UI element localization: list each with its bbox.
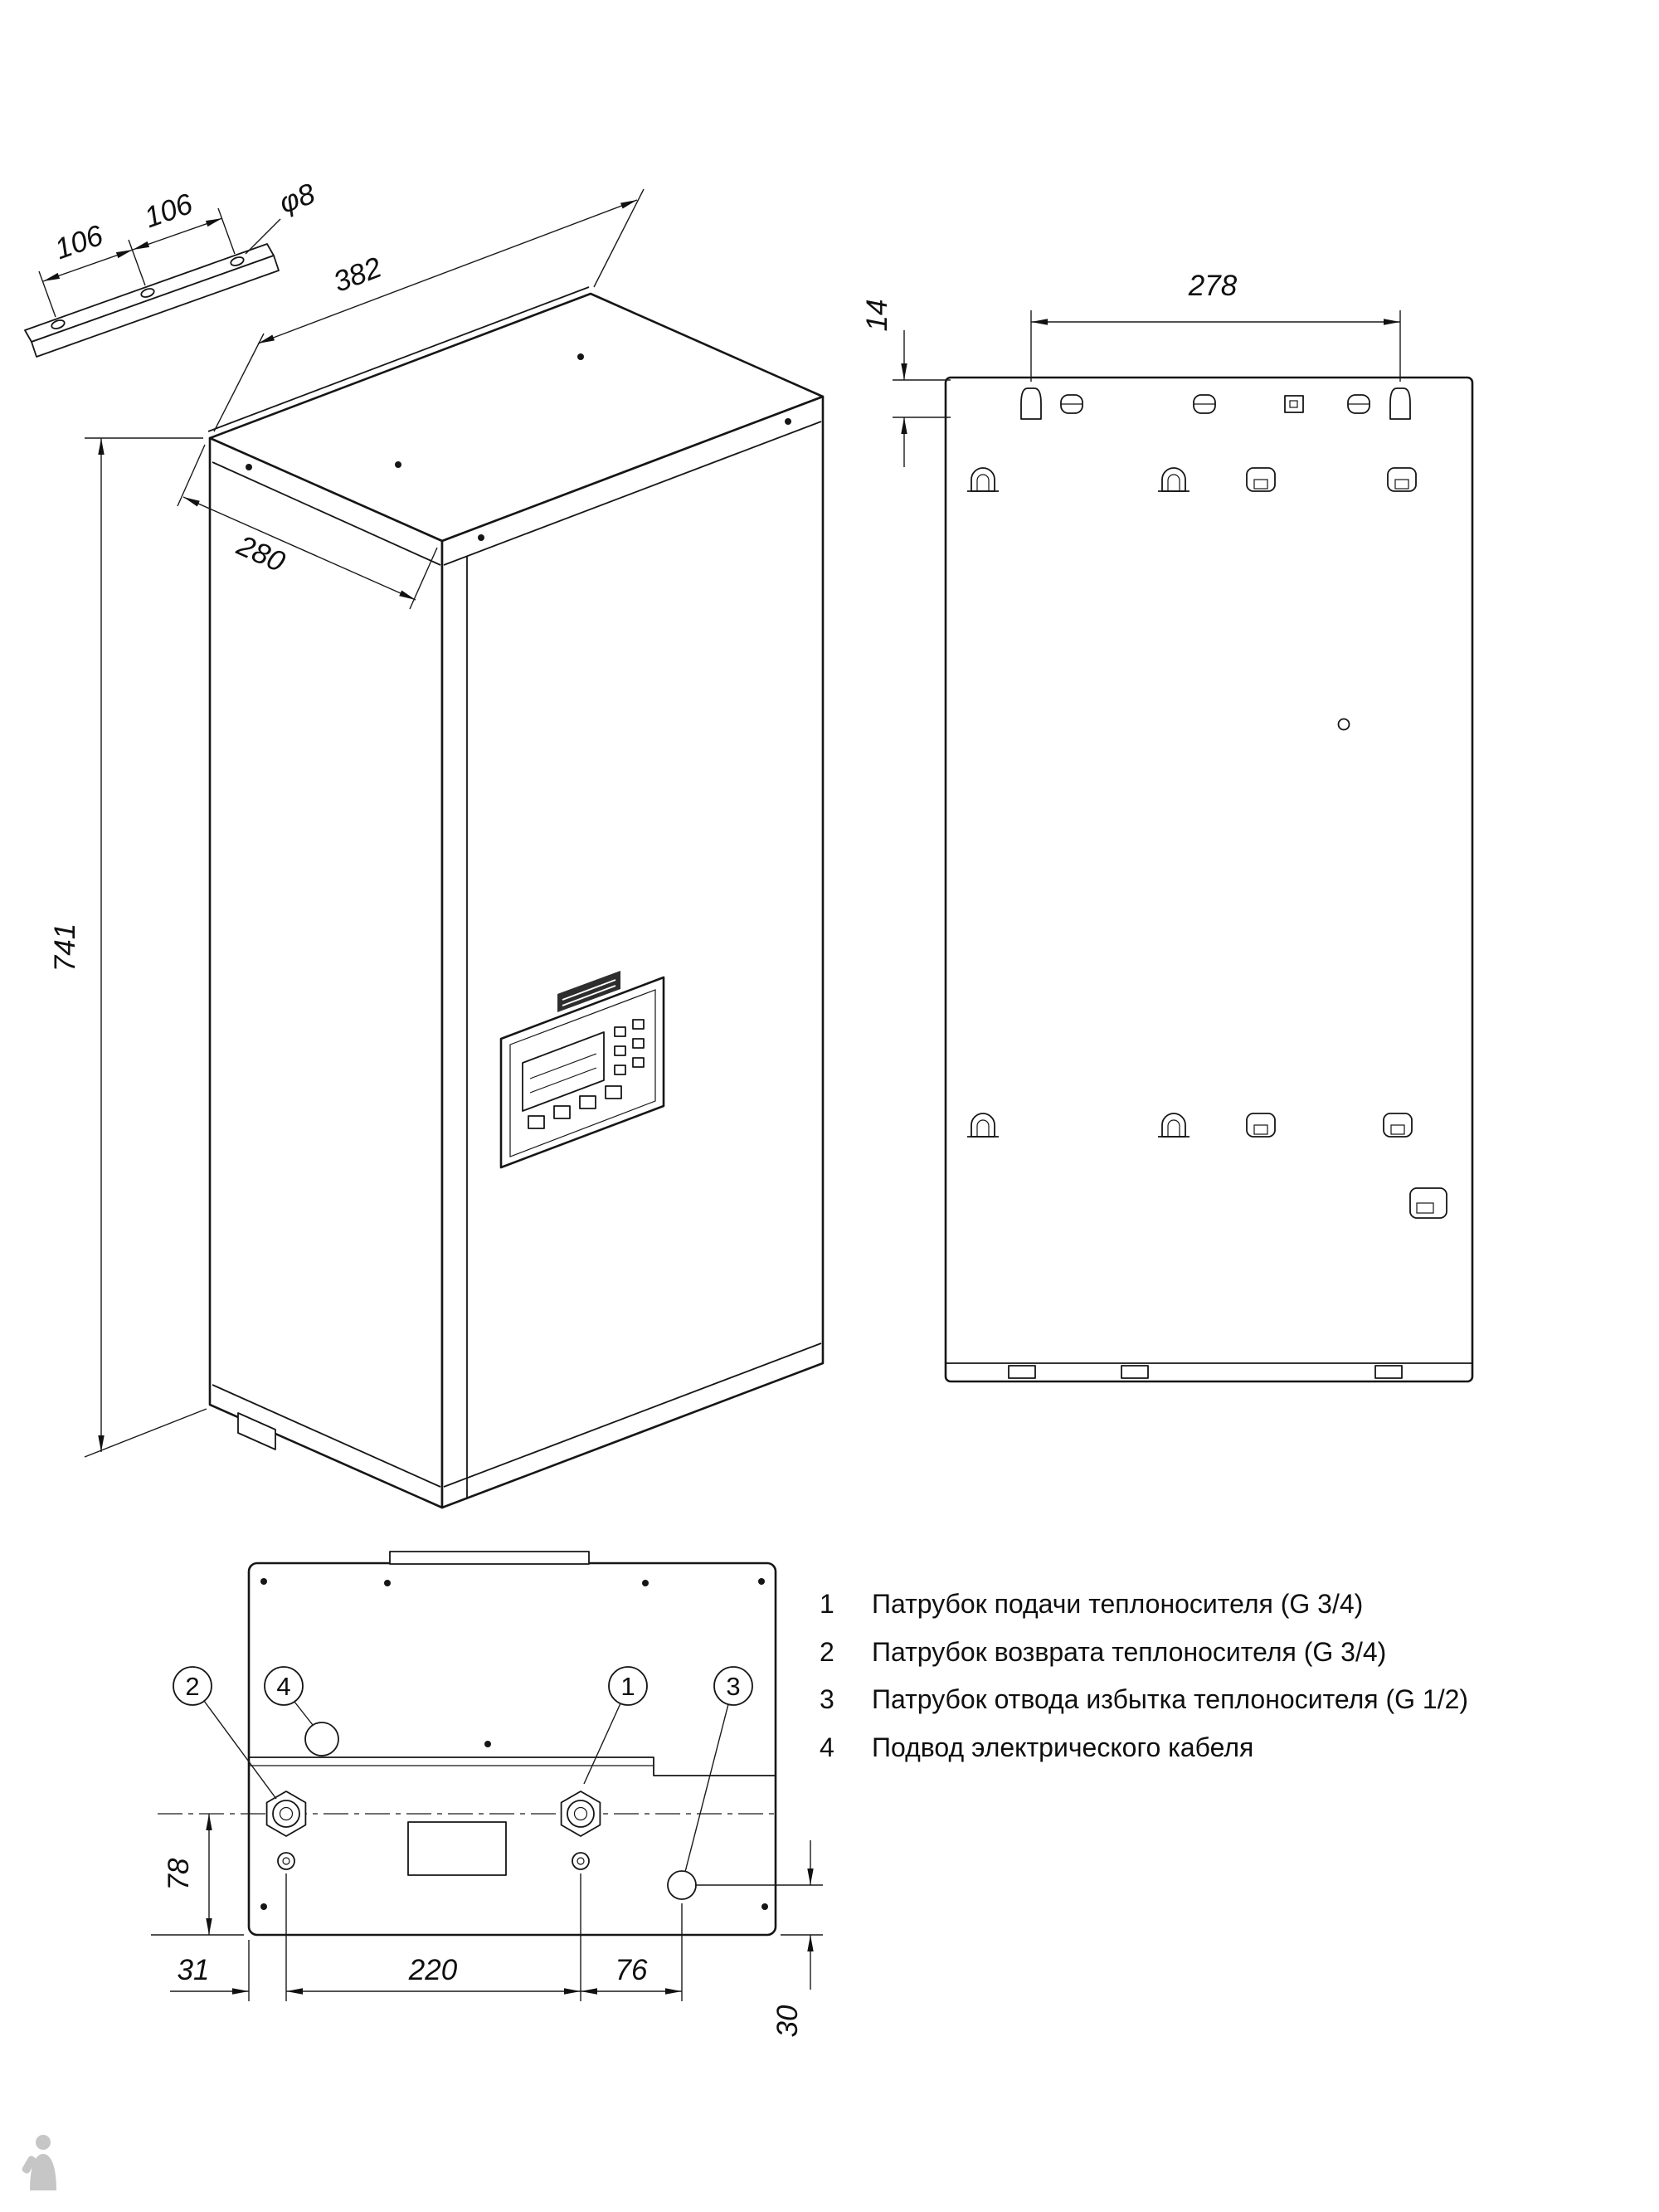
- legend-item-number: 1: [820, 1589, 834, 1620]
- screw-icon: [395, 461, 401, 468]
- screw-icon: [761, 1903, 768, 1910]
- panel-button: [614, 1065, 626, 1075]
- panel-button: [614, 1045, 626, 1056]
- dim-bottom-left-offset-label: 31: [178, 1954, 210, 1986]
- callout-1: 1: [608, 1666, 648, 1706]
- rear-view: 278 14: [861, 270, 1474, 1383]
- panel-button: [605, 1085, 622, 1099]
- screw-icon: [642, 1580, 649, 1586]
- legend-item-number: 4: [820, 1732, 834, 1762]
- control-panel: [499, 976, 665, 1169]
- mounting-bracket-view: 106 106 φ8: [24, 178, 319, 358]
- dim-bottom-span-label: 220: [408, 1954, 458, 1986]
- legend-item-number: 2: [820, 1636, 834, 1667]
- screw-icon: [384, 1580, 391, 1586]
- callout-3: 3: [713, 1666, 753, 1706]
- legend-item-text: Патрубок возврата теплоносителя (G 3/4): [872, 1636, 1387, 1667]
- dim-bottom-edge-offset-label: 30: [771, 2005, 804, 2037]
- watermark-logo: [22, 2135, 56, 2190]
- callout-4-number: 4: [276, 1672, 290, 1701]
- relief-port: [667, 1870, 697, 1900]
- dim-iso-height-label: 741: [49, 923, 81, 972]
- dim-bracket-left-label: 106: [51, 219, 108, 266]
- screw-icon: [758, 1578, 765, 1585]
- screw-icon: [577, 353, 584, 360]
- legend-item-text: Подвод электрического кабеля: [872, 1732, 1254, 1762]
- panel-button: [632, 1038, 645, 1049]
- dim-iso-width-label: 382: [329, 251, 386, 299]
- central-opening: [407, 1821, 507, 1876]
- dim-bottom-height-label: 78: [163, 1858, 195, 1890]
- screw-icon: [484, 1741, 491, 1747]
- return-port-fitting: [265, 1791, 307, 1870]
- callout-3-number: 3: [726, 1672, 740, 1701]
- callout-2-number: 2: [185, 1672, 199, 1701]
- callout-2: 2: [173, 1666, 212, 1706]
- legend-item-text: Патрубок отвода избытка теплоносителя (G…: [872, 1684, 1469, 1715]
- screw-icon: [260, 1903, 267, 1910]
- panel-button: [614, 1026, 626, 1037]
- legend-item-2: 2 Патрубок возврата теплоносителя (G 3/4…: [820, 1629, 1468, 1677]
- panel-button: [632, 1019, 645, 1030]
- panel-button: [528, 1115, 545, 1129]
- dim-bottom-right-span-label: 76: [615, 1954, 648, 1986]
- screw-icon: [785, 418, 791, 425]
- callout-1-number: 1: [620, 1672, 635, 1701]
- legend: 1 Патрубок подачи теплоносителя (G 3/4) …: [820, 1581, 1468, 1771]
- legend-item-1: 1 Патрубок подачи теплоносителя (G 3/4): [820, 1581, 1468, 1629]
- dim-bracket-right-label: 106: [140, 188, 197, 235]
- panel-button: [579, 1095, 596, 1109]
- legend-item-4: 4 Подвод электрического кабеля: [820, 1724, 1468, 1772]
- dim-bracket-hole-label: φ8: [275, 178, 319, 220]
- dim-rear-width-label: 278: [1188, 270, 1238, 302]
- legend-item-text: Патрубок подачи теплоносителя (G 3/4): [872, 1589, 1364, 1620]
- isometric-view: 382 280 741: [49, 188, 825, 1509]
- cable-entry: [304, 1722, 339, 1756]
- panel-display: [522, 1031, 605, 1112]
- screw-icon: [478, 534, 484, 541]
- bottom-view: 2 4 1 3 78 31 220 76 30: [151, 1551, 823, 2037]
- screw-icon: [260, 1578, 267, 1585]
- legend-item-number: 3: [820, 1684, 834, 1715]
- legend-item-3: 3 Патрубок отвода избытка теплоносителя …: [820, 1676, 1468, 1724]
- dim-rear-top-label: 14: [861, 300, 893, 332]
- callout-4: 4: [264, 1666, 304, 1706]
- supply-port-fitting: [560, 1791, 601, 1870]
- bottom-tab: [237, 1412, 276, 1450]
- screw-icon: [246, 464, 252, 470]
- panel-button: [632, 1057, 645, 1068]
- brand-label: [557, 971, 620, 1012]
- panel-button: [553, 1105, 571, 1119]
